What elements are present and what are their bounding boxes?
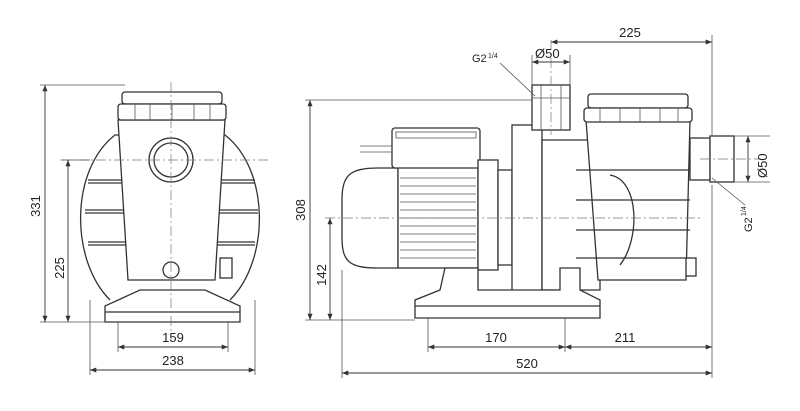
dim-side-total-length: 520 (516, 356, 538, 371)
dim-side-foot-spacing: 170 (485, 330, 507, 345)
front-view: 331 225 159 238 (28, 82, 270, 375)
dim-front-base-inner: 159 (162, 330, 184, 345)
side-base (414, 267, 601, 319)
side-lid-ring-top (587, 93, 689, 109)
front-side-plug (219, 257, 233, 279)
side-terminal-box (391, 127, 481, 169)
label-top-port-thread: G2 (472, 53, 487, 65)
side-cable (360, 145, 392, 153)
dim-side-height-axis: 142 (314, 264, 329, 286)
side-strainer-ribs (576, 169, 690, 259)
side-lid-ring (583, 107, 693, 123)
side-motor-body (397, 164, 479, 269)
dim-top-port-diameter: Ø50 (535, 46, 560, 61)
dim-front-base-outer: 238 (162, 353, 184, 368)
dim-side-port-diameter: Ø50 (755, 153, 770, 178)
dim-side-height-total: 308 (293, 199, 308, 221)
leader-side-port-thread (711, 177, 746, 206)
front-lid-ring-top (121, 91, 223, 105)
label-top-port-thread-fraction: 1/4 (488, 53, 498, 60)
dim-front-height-total: 331 (28, 195, 43, 217)
label-side-port-thread-fraction: 1/4 (741, 206, 748, 216)
label-side-port-thread: G2 (743, 217, 755, 232)
dim-front-height-axis: 225 (52, 257, 67, 279)
dim-side-top-offset: 225 (619, 25, 641, 40)
side-motor-flange (477, 159, 499, 271)
side-view: 308 142 170 211 520 225 Ø50 G2 1/4 Ø5 (293, 25, 770, 378)
dim-side-outlet-offset: 211 (615, 330, 636, 345)
front-base (104, 289, 241, 323)
side-drain-plug (685, 257, 697, 277)
leader-top-port-thread (499, 62, 536, 97)
side-pump-volute-front (511, 124, 543, 296)
side-strainer-curve (609, 174, 635, 266)
